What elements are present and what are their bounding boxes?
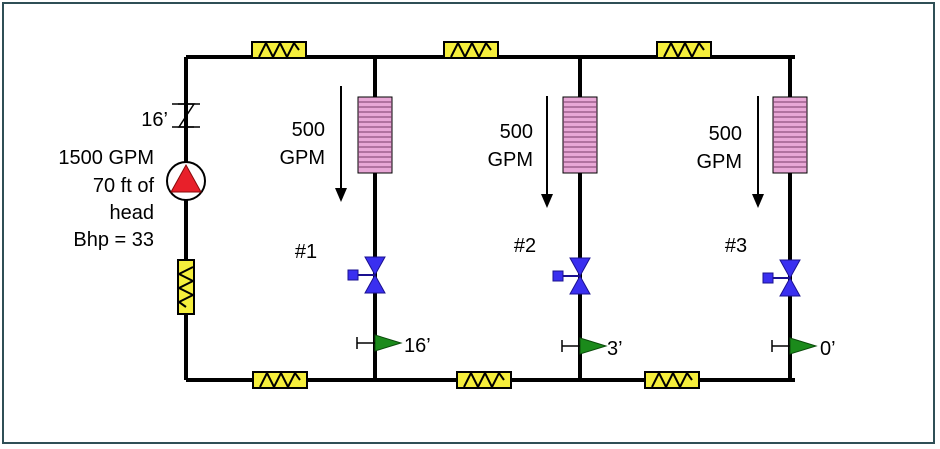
pump-head-label-line2: head	[110, 202, 155, 224]
flow-arrowhead-icon	[335, 188, 347, 202]
branch-3-flow-value: 500	[709, 123, 742, 145]
pipe-segment-icon	[177, 259, 195, 315]
balancing-valve-icon	[356, 334, 402, 352]
branch-1-flow-value: 500	[292, 119, 325, 141]
pipe-segment-icon	[644, 371, 700, 389]
branch-2: 500 GPM #2 3’	[487, 96, 623, 360]
pump-bhp-label: Bhp = 33	[73, 229, 154, 251]
branch-3-flow-unit: GPM	[696, 151, 742, 173]
pipe-segment-icon	[456, 371, 512, 389]
branch-3-valve-head: 0’	[820, 338, 836, 360]
static-head-icon	[172, 103, 200, 128]
pump-flow-label: 1500 GPM	[58, 147, 154, 169]
branch-1-flow-unit: GPM	[279, 147, 325, 169]
pipe-segment-icon	[443, 41, 499, 59]
coil-icon	[562, 96, 598, 174]
branch-3-id: #3	[725, 235, 747, 257]
coil-icon	[357, 96, 393, 174]
balancing-valve-icon	[561, 337, 607, 355]
branch-2-flow-value: 500	[500, 121, 533, 143]
branch-2-valve-head: 3’	[607, 338, 623, 360]
branch-1: 500 GPM #1 16’	[279, 86, 431, 357]
branch-2-id: #2	[514, 235, 536, 257]
branch-2-flow-unit: GPM	[487, 149, 533, 171]
control-valve-icon	[347, 256, 386, 294]
pipe-segment-icon	[656, 41, 712, 59]
flow-arrowhead-icon	[541, 194, 553, 208]
branch-1-valve-head: 16’	[404, 335, 431, 357]
pump-icon	[166, 161, 206, 201]
pump-static-head-label: 16’	[141, 109, 168, 131]
control-valve-icon	[762, 259, 801, 297]
diagram-frame	[2, 2, 935, 444]
branch-1-id: #1	[295, 241, 317, 263]
control-valve-icon	[552, 257, 591, 295]
pump-head-label-line1: 70 ft of	[93, 175, 155, 197]
coil-icon	[772, 96, 808, 174]
pipe-segment-icon	[252, 371, 308, 389]
balancing-valve-icon	[771, 337, 817, 355]
pipe-segment-icon	[251, 41, 307, 59]
flow-arrowhead-icon	[752, 194, 764, 208]
branch-3: 500 GPM #3 0’	[696, 96, 836, 360]
